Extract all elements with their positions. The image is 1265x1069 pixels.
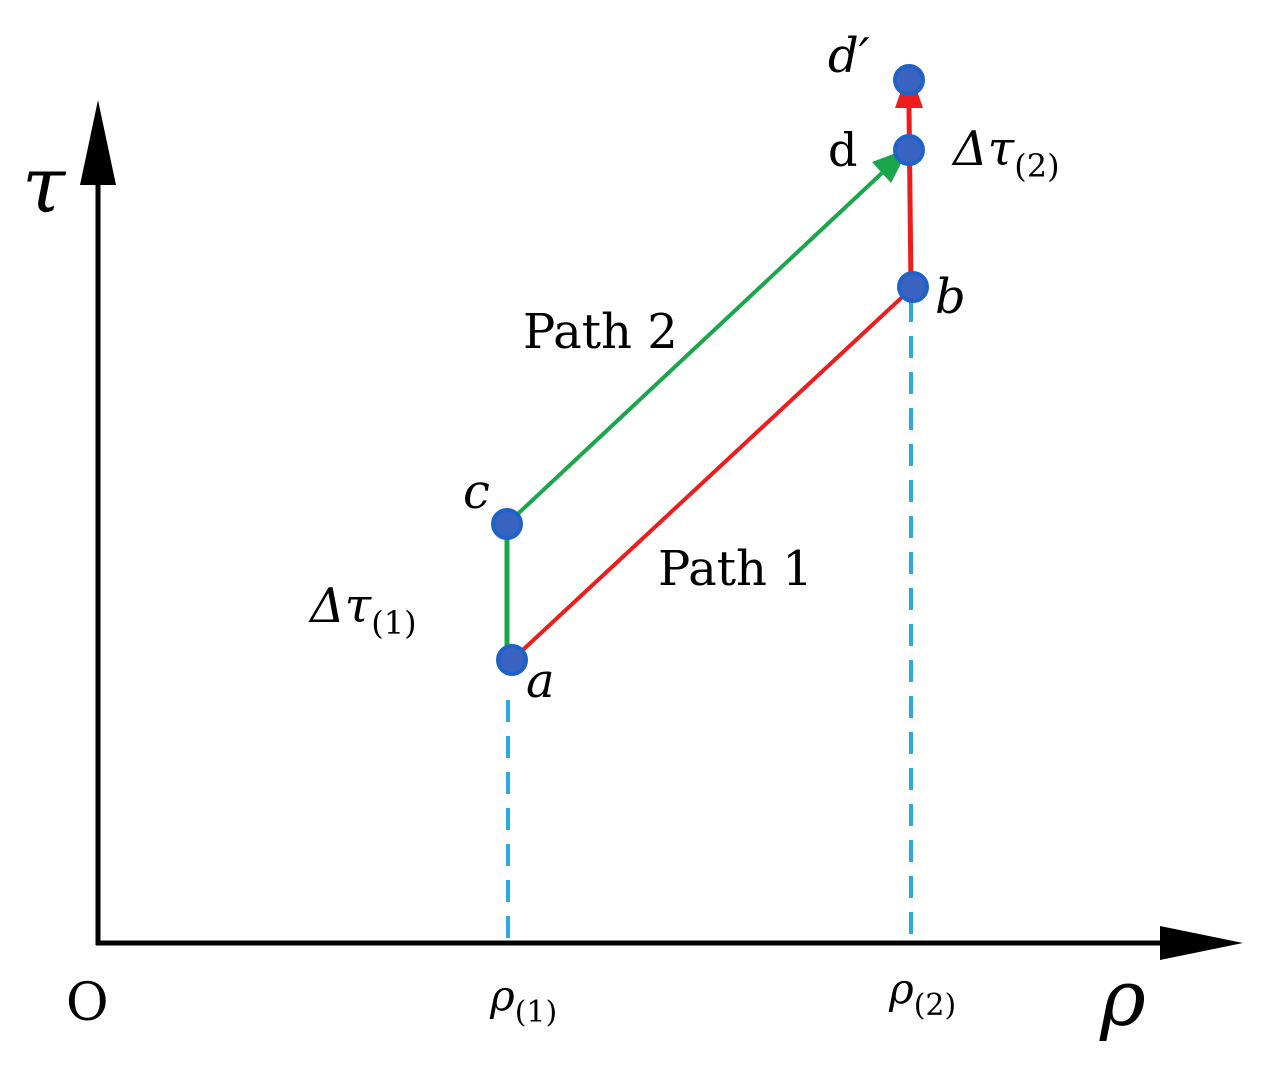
delta-tau-1-sub: (1) [371,604,416,642]
point-d-marker [893,134,925,166]
rho-axis-label: ρ [1099,954,1146,1044]
rho2-tick-sub: (2) [914,988,957,1023]
tau-axis-label: τ [22,141,67,231]
rho-axis-arrowhead [1160,926,1243,960]
point-b-marker [897,271,929,303]
delta-tau-1-label: Δτ(1) [308,578,417,642]
rho1-tick-sub: (1) [515,995,558,1030]
point-dprime-marker [893,64,925,96]
point-a-label: a [526,653,555,709]
axes [80,100,1243,960]
rho1-tick-base: ρ [489,971,515,1020]
point-d-label: d [828,123,857,177]
rho2-tick-label: ρ(2) [888,964,956,1023]
rho2-tick-base: ρ [888,964,914,1013]
tau-axis-arrowhead [80,100,116,185]
point-dprime-label: d′ [828,28,870,84]
point-b-label: b [935,269,966,325]
delta-tau-2-sub: (2) [1014,147,1059,185]
point-a-marker [496,644,528,676]
path2-label: Path 2 [523,304,678,360]
path2-segment-c-d [505,171,884,526]
delta-tau-2-base: Δτ [951,121,1016,177]
path1-segment-a-b [510,285,915,662]
points [491,64,929,676]
delta-tau-2-label: Δτ(2) [951,121,1060,185]
delta-tau-1-base: Δτ [308,578,373,634]
rho1-tick-label: ρ(1) [489,971,557,1030]
path1-label: Path 1 [658,541,813,597]
point-c-marker [491,508,523,540]
origin-label: O [66,973,109,1033]
point-c-label: c [463,464,490,520]
